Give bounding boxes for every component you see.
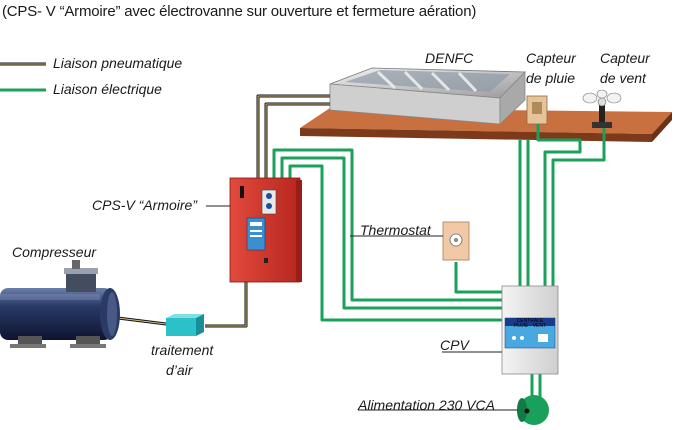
legend-pneumatic-label: Liaison pneumatique (53, 55, 183, 71)
pneumatic-lines (117, 94, 330, 328)
cpv-panel-line1: CENTRALE (517, 318, 544, 324)
air-treatment-unit (166, 314, 204, 336)
label-air-treatment-1: traitement (151, 342, 214, 358)
label-power-supply: Alimentation 230 VCA (358, 397, 495, 413)
label-cps-v: CPS-V “Armoire” (92, 197, 198, 213)
diagram-title: (CPS- V “Armoire” avec électrovanne sur … (2, 3, 477, 20)
label-cpv: CPV (440, 337, 469, 353)
label-denfc: DENFC (425, 50, 474, 66)
label-compressor: Compresseur (12, 244, 97, 260)
label-air-treatment-2: d’air (166, 362, 193, 378)
label-thermostat: Thermostat (360, 222, 431, 238)
wind-sensor (582, 89, 622, 128)
power-supply-connector (517, 395, 549, 425)
cpv-control-box: CENTRALE PLUIE - VENT (501, 285, 559, 375)
electric-lines (272, 124, 606, 398)
label-rain-sensor-1: Capteur (526, 50, 576, 66)
cps-v-cabinet (229, 177, 302, 283)
rain-sensor (526, 95, 548, 125)
denfc-vent (329, 67, 526, 125)
thermostat (442, 221, 470, 261)
legend-electric-label: Liaison électrique (53, 81, 162, 97)
compressor (0, 260, 120, 348)
cpv-panel-line2: PLUIE - VENT (514, 323, 546, 329)
label-rain-sensor-2: de pluie (526, 70, 576, 86)
label-pointers (206, 205, 518, 411)
label-wind-sensor-1: Capteur (600, 50, 650, 66)
label-wind-sensor-2: de vent (600, 70, 646, 86)
